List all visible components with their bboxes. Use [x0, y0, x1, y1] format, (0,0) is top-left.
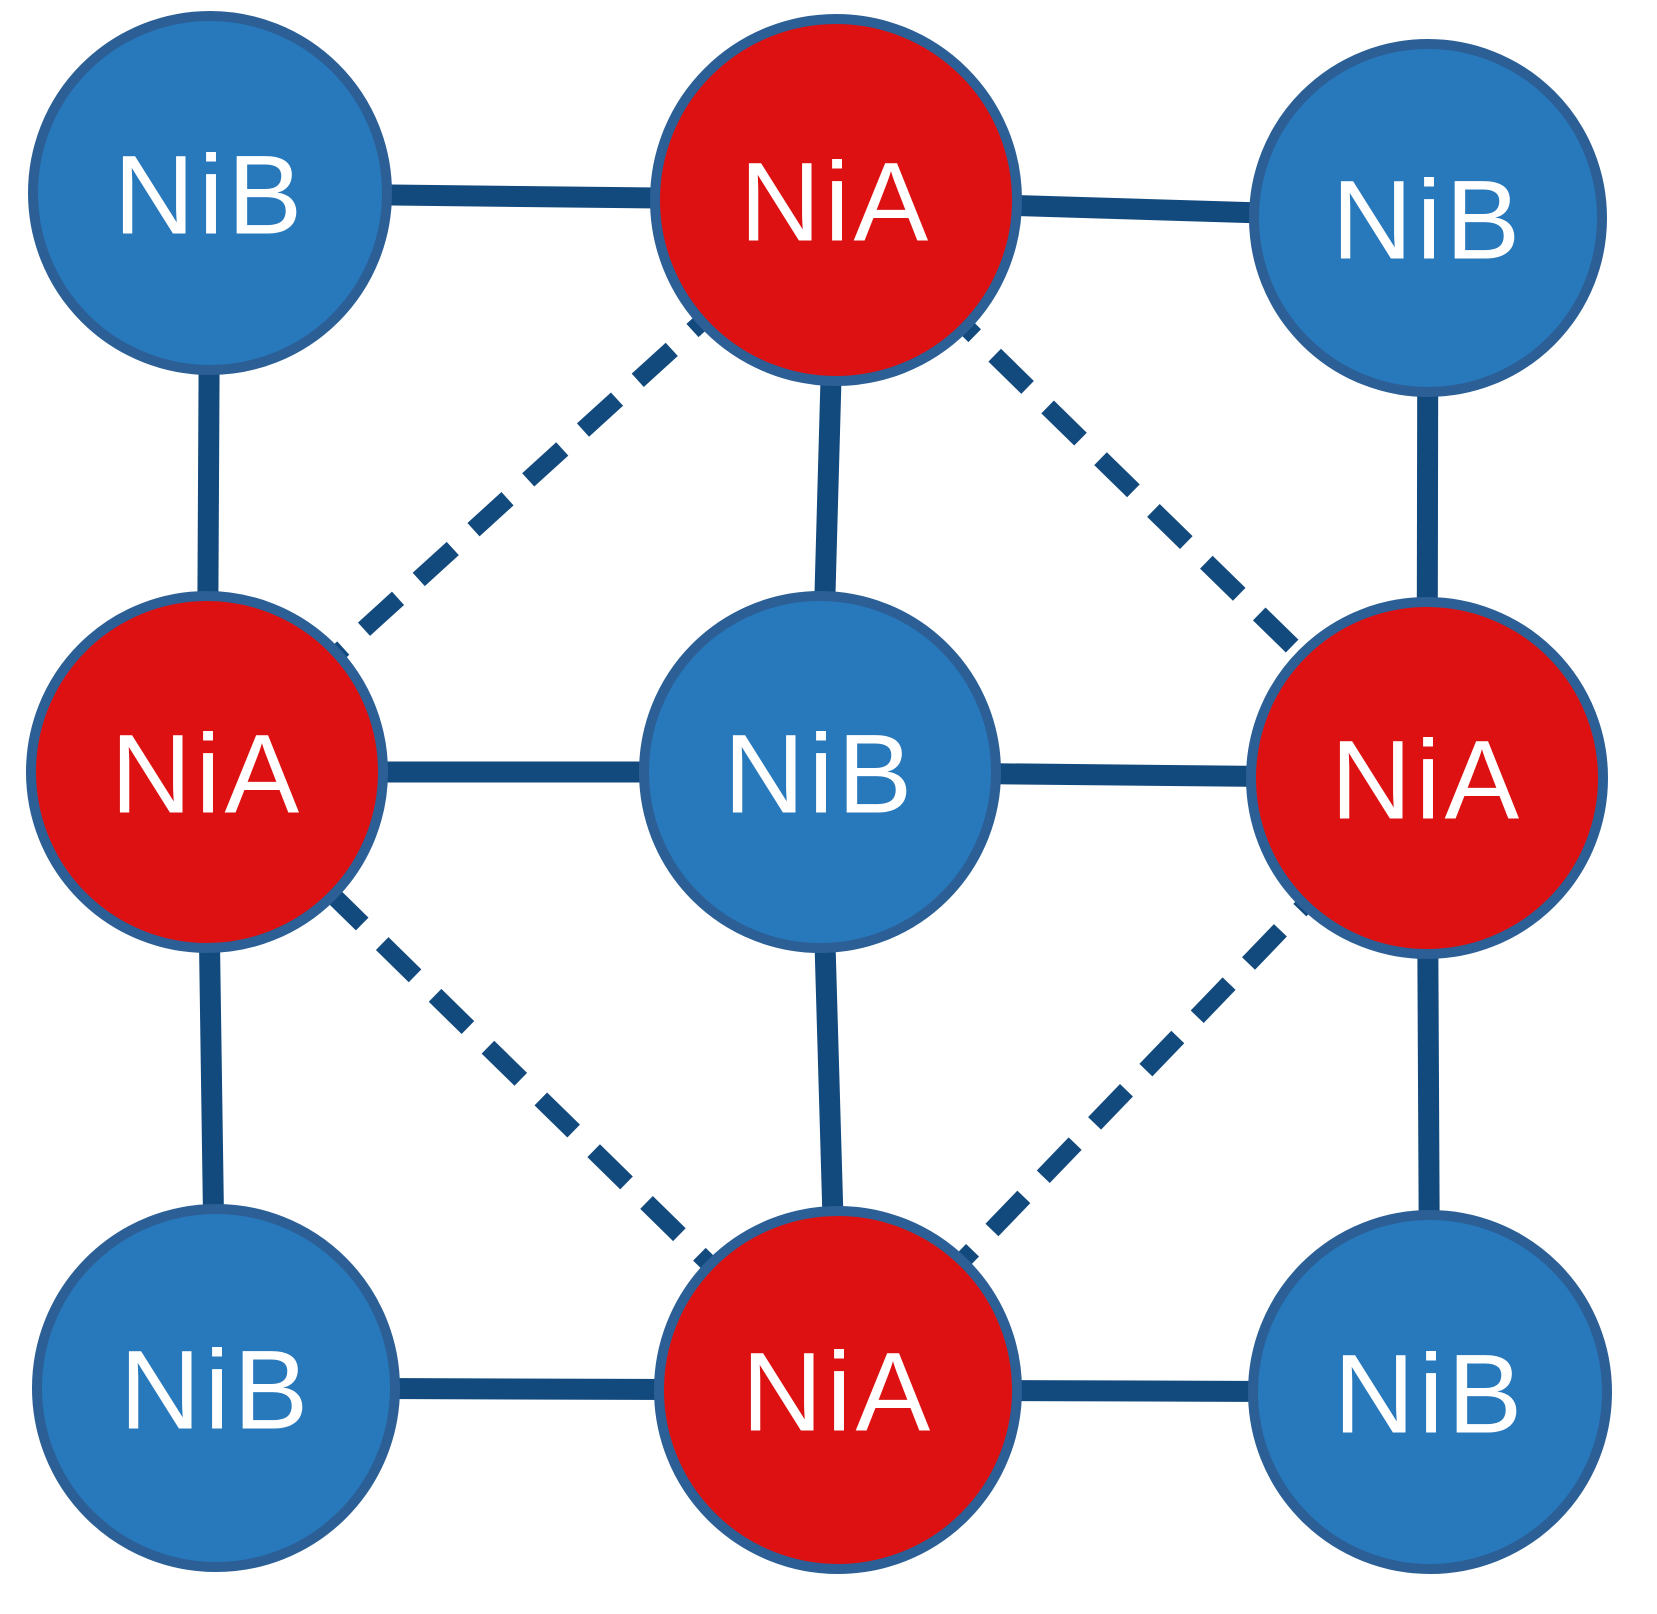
node-circle-nib-top-right	[1249, 39, 1607, 397]
node-label-nib-top-left: NiB	[114, 132, 306, 257]
node-circle-nia-mid-right	[1246, 597, 1608, 959]
node-label-nia-mid-left: NiA	[111, 711, 303, 836]
node-circle-nia-mid-left	[26, 591, 388, 953]
node-circle-nib-top-left	[28, 11, 392, 375]
node-label-nib-bottom-left: NiB	[120, 1327, 312, 1452]
node-label-nib-top-right: NiB	[1332, 157, 1524, 282]
labels-layer: NiB NiA NiB NiA NiB NiA NiB NiA NiB	[111, 132, 1526, 1456]
nodes-layer	[26, 11, 1612, 1574]
node-label-nia-bottom-center: NiA	[742, 1329, 934, 1454]
node-circle-nib-bottom-left	[32, 1204, 400, 1572]
node-circle-nib-bottom-right	[1248, 1210, 1612, 1574]
node-label-nib-bottom-right: NiB	[1334, 1331, 1526, 1456]
node-circle-nia-bottom-center	[654, 1206, 1022, 1574]
node-label-nia-mid-right: NiA	[1331, 717, 1523, 842]
node-circle-nib-center	[639, 591, 1001, 953]
node-label-nib-center: NiB	[724, 711, 916, 836]
node-circle-nia-top-center	[650, 14, 1022, 386]
node-label-nia-top-center: NiA	[740, 139, 932, 264]
